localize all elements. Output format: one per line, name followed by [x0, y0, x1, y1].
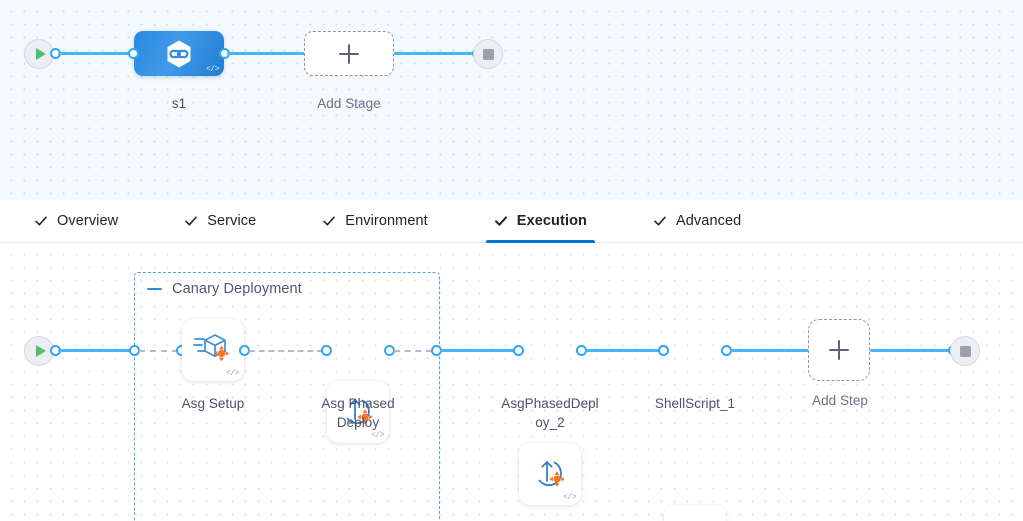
tab-overview[interactable]: Overview	[22, 200, 130, 243]
group-connector-dashed-3	[394, 350, 432, 352]
tab-overview-label: Overview	[57, 213, 119, 229]
plus-icon	[339, 43, 359, 64]
check-icon	[494, 216, 507, 226]
step-label-asg-phased-deploy-2: AsgPhasedDepl oy_2	[487, 394, 613, 432]
add-stage-label: Add Stage	[317, 96, 381, 111]
execution-connector-line-4	[730, 349, 810, 352]
tab-service[interactable]: Service	[172, 200, 268, 243]
tab-service-label: Service	[207, 213, 257, 229]
plus-icon	[829, 340, 849, 360]
asg-setup-icon	[193, 334, 230, 362]
shell-script-input-dot[interactable]	[658, 345, 669, 356]
tab-advanced[interactable]: Advanced	[641, 200, 753, 243]
step-label-line-1: AsgPhasedDepl	[501, 396, 599, 411]
step-node-asg-phased-deploy-2[interactable]: </>	[519, 443, 581, 505]
check-icon	[35, 216, 47, 226]
execution-canvas[interactable]: Canary Deployment	[0, 243, 1023, 521]
check-icon	[185, 216, 198, 226]
execution-start-node[interactable]	[24, 336, 54, 366]
add-step-label: Add Step	[812, 393, 868, 408]
minus-icon[interactable]	[147, 287, 162, 291]
play-icon	[35, 48, 46, 60]
stop-icon	[959, 345, 971, 357]
step-group-header[interactable]: Canary Deployment	[147, 281, 302, 297]
stage-canvas[interactable]: </> s1 Add Stage	[0, 0, 1023, 200]
execution-end-node[interactable]	[950, 336, 980, 366]
stage-label-s1: s1	[171, 96, 187, 111]
stage-code-badge: </>	[206, 65, 219, 74]
stop-icon	[482, 48, 494, 60]
tab-active-underline	[485, 239, 595, 243]
add-step-button[interactable]	[808, 319, 870, 381]
execution-connector-line-2	[440, 349, 515, 352]
execution-connector-line-5	[870, 349, 952, 352]
stage-connector-line-3	[394, 52, 476, 55]
stage-start-node[interactable]	[24, 39, 54, 69]
step-code-badge: </>	[563, 493, 576, 502]
tab-execution-label: Execution	[516, 213, 587, 229]
step-node-shell-script-1[interactable]: </>	[664, 505, 726, 521]
stage-node-input-dot[interactable]	[128, 48, 139, 59]
tab-advanced-label: Advanced	[676, 213, 742, 229]
step-label-asg-setup: Asg Setup	[181, 396, 245, 411]
asg-phased-deploy-icon	[346, 398, 373, 425]
asg-phased-deploy-2-input-dot[interactable]	[513, 345, 524, 356]
asg-phased-deploy-input-dot[interactable]	[321, 345, 332, 356]
play-icon	[35, 345, 46, 357]
group-connector-dashed-1	[139, 350, 178, 352]
step-label-line-1: Asg Phased	[321, 396, 395, 411]
group-connector-dashed-2	[249, 350, 323, 352]
step-label-line-2: oy_2	[535, 415, 565, 430]
execution-connector-line-3	[585, 349, 660, 352]
check-icon	[323, 216, 336, 226]
stage-node-s1[interactable]: </>	[134, 31, 224, 76]
tab-environment-label: Environment	[345, 213, 428, 229]
stage-end-node[interactable]	[473, 39, 503, 69]
deployment-hexagon-icon	[167, 40, 191, 67]
section-tabs: Overview Service Environment Execution	[0, 200, 1023, 243]
asg-phased-deploy-icon	[538, 460, 565, 487]
stage-connector-line-1	[58, 52, 136, 55]
step-label-asg-phased-deploy: Asg Phased Deploy	[303, 394, 413, 432]
step-label-shell-script-1: ShellScript_1	[654, 396, 736, 411]
step-group-canary-deployment[interactable]	[134, 272, 440, 521]
step-code-badge: </>	[226, 369, 239, 378]
execution-connector-line-1	[58, 349, 133, 352]
add-stage-button[interactable]	[304, 31, 394, 76]
check-icon	[654, 216, 666, 226]
tab-environment[interactable]: Environment	[310, 200, 440, 243]
stage-connector-line-2	[227, 52, 307, 55]
step-group-title: Canary Deployment	[172, 281, 302, 297]
step-code-badge: </>	[371, 431, 384, 440]
step-node-asg-phased-deploy[interactable]: </>	[327, 381, 389, 443]
step-node-asg-setup[interactable]: </>	[182, 319, 244, 381]
tab-execution[interactable]: Execution	[482, 200, 599, 243]
step-label-line-2: Deploy	[336, 415, 380, 430]
